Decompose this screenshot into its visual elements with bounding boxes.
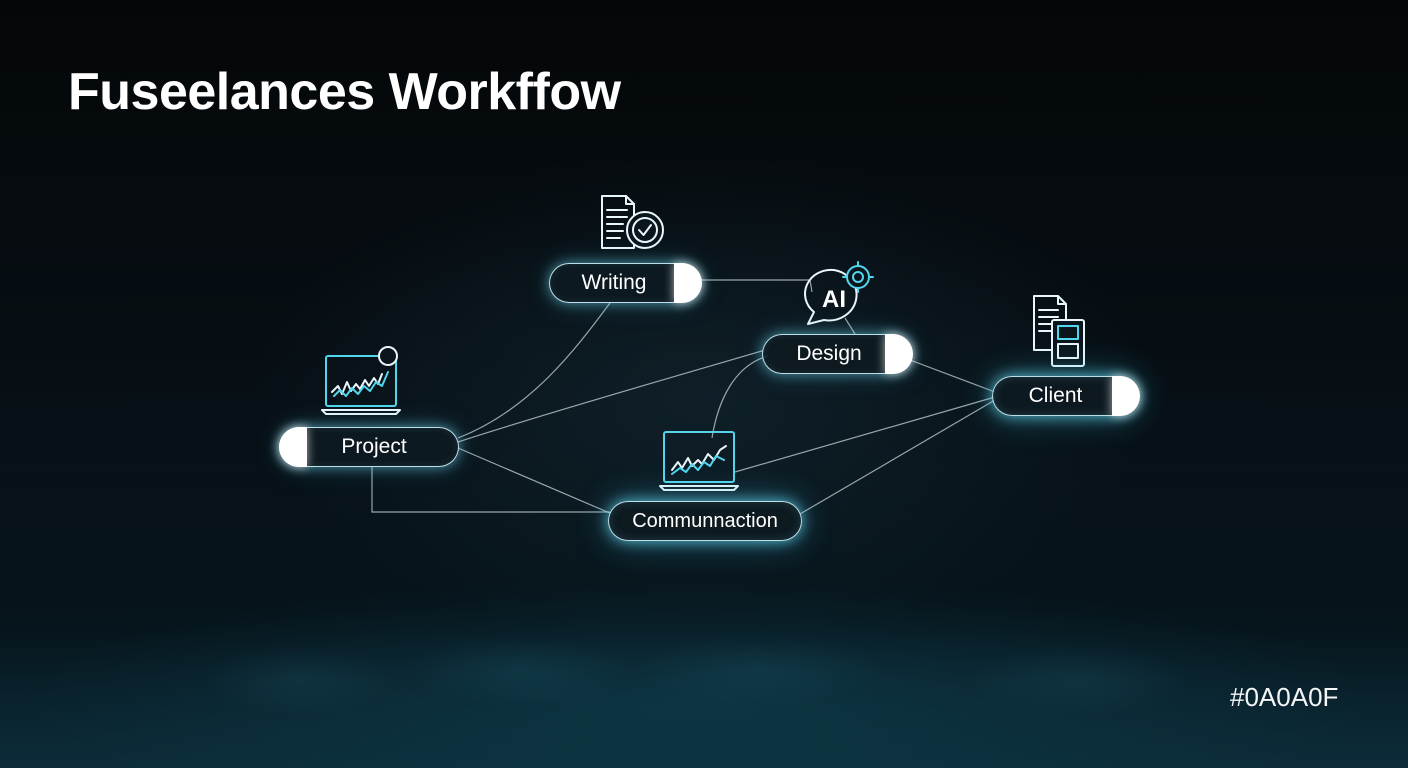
node-client[interactable]: Client [992, 375, 1140, 416]
edge-writing-project [457, 302, 611, 439]
node-design[interactable]: Design [762, 333, 913, 374]
edge-design-ai-link [844, 317, 856, 335]
floor-reflection [0, 610, 1408, 768]
edge-communication-client [799, 399, 996, 515]
node-project[interactable]: Project [278, 426, 459, 467]
node-communication-label: Communnaction [632, 509, 778, 532]
node-project-knob [278, 426, 307, 467]
edge-writing-design [700, 279, 813, 293]
edge-project-communication-elbow [371, 466, 610, 513]
node-design-label: Design [796, 342, 862, 365]
ai-chat-bubble-icon: AI [804, 261, 874, 325]
node-communication[interactable]: Communnaction [608, 501, 802, 541]
node-writing-label: Writing [581, 271, 647, 294]
node-design-knob [884, 333, 913, 374]
laptop-chart-icon-project [321, 346, 401, 415]
edge-design-communication [711, 355, 769, 439]
document-check-icon [601, 195, 664, 249]
color-code-label: #0A0A0F [1230, 682, 1339, 712]
ai-label: AI [822, 286, 846, 313]
documents-icon [1033, 295, 1085, 367]
edge-laptop-client [734, 396, 996, 473]
node-client-knob [1111, 375, 1140, 416]
node-project-label: Project [341, 435, 407, 458]
diagram-title: Fuseelances Workffow [68, 63, 621, 121]
edge-design-project [457, 349, 766, 443]
laptop-chart-icon-communication [659, 431, 739, 491]
node-writing[interactable]: Writing [549, 262, 702, 303]
edge-project-communication [457, 447, 613, 515]
node-client-label: Client [1028, 384, 1083, 407]
edge-design-client [909, 359, 996, 393]
node-writing-knob [673, 262, 702, 303]
